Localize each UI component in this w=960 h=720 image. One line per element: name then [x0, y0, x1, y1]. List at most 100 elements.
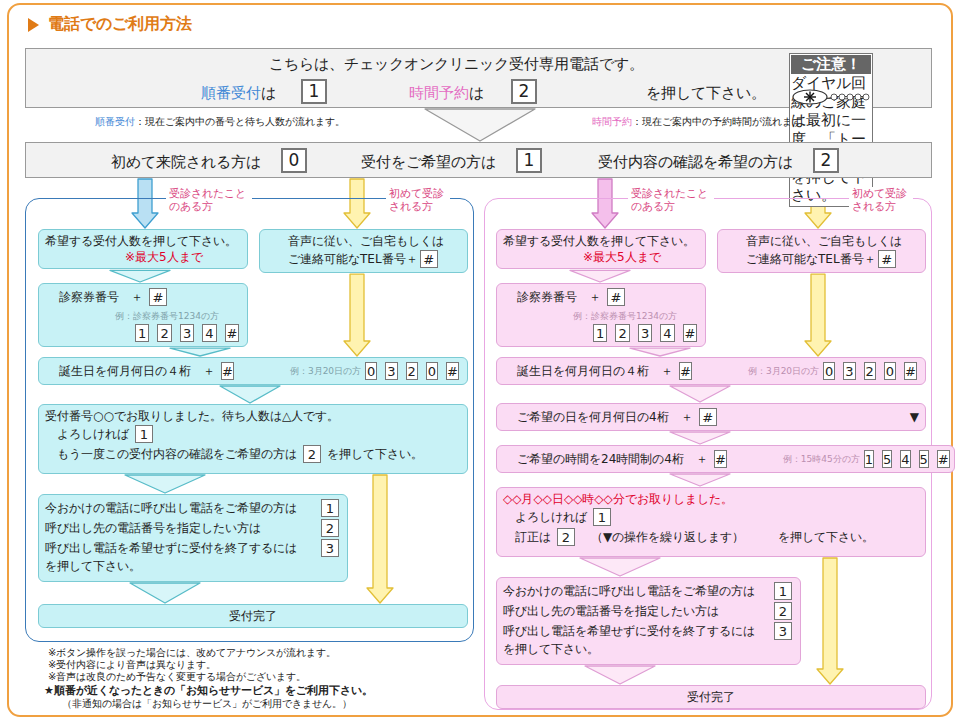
key-button: 5 [919, 450, 929, 468]
note-text: ：現在ご案内中の番号と待ち人数が流れます。 [135, 115, 345, 129]
chevron-arrow [125, 475, 205, 493]
text-row: ※最大5人まで [45, 249, 241, 265]
label-text: 受付完了 [687, 690, 735, 704]
key-button: 5 [882, 450, 892, 468]
text-row: 受付完了 [45, 608, 461, 624]
step-box: 受付番号○○でお取りしました。待ち人数は△人です。よろしければ 1 もう一度この受付… [38, 404, 468, 474]
key-button: # [149, 288, 167, 306]
label-text: よろしければ [57, 426, 129, 442]
chevron-arrow [670, 432, 730, 444]
label-text: 診察券番号 ＋ [517, 289, 601, 305]
block-arrow [132, 179, 158, 228]
key-button: # [714, 450, 727, 468]
title-marker [28, 18, 39, 32]
key-button: # [221, 362, 234, 380]
note-line: ※受付内容により音声は異なります。 [48, 658, 216, 672]
note-line: ※ボタン操作を誤った場合には、改めてアナウンスが流れます。 [48, 646, 336, 660]
text-row: 誕生日を何月何日の４桁 ＋#例：3月20日の方0320# [45, 361, 461, 381]
label-text: ◇◇月◇◇日◇◇時◇◇分でお取りしました。 [503, 492, 733, 506]
key-button: 3 [385, 362, 397, 380]
note-line: 時間予約：現在ご案内中の予約時間が流れます。 [592, 115, 812, 129]
label-text: 受付内容の確認を希望の方は [598, 152, 793, 172]
note-text: 順番受付 [95, 115, 135, 129]
key-button: 4 [202, 324, 216, 342]
text-row: 誕生日を何月何日の４桁 ＋#例：3月20日の方0320# [503, 361, 919, 381]
note-text: ※受付内容により音声は異なります。 [48, 658, 216, 672]
page-title: 電話でのご利用方法 [48, 14, 192, 35]
key-button: 3 [774, 622, 792, 640]
label-text: 初めて受診される方 [849, 187, 913, 213]
chevron-arrow [425, 109, 535, 141]
label-text: は [261, 83, 276, 103]
label-text: ご希望の日を何月何日の4桁 ＋ [517, 409, 693, 425]
key-button: 1 [593, 324, 607, 342]
text-row: 今おかけの電話に呼び出し電話をご希望の方は1 [45, 498, 341, 518]
chevron-arrow [630, 348, 690, 356]
label-text: 例：3月20日の方 [290, 365, 361, 377]
text-row: 希望する受付人数を押して下さい。 [503, 233, 699, 249]
text-row: ご希望の日を何月何日の4桁 ＋#▼ [503, 407, 919, 427]
label-text: 例：診察券番号1234の方 [573, 311, 677, 321]
key-button: # [607, 288, 625, 306]
key-button: 2 [813, 148, 839, 173]
menu-band: 初めて来院される方は0受付をご希望の方は1受付内容の確認を希望の方は2 [25, 142, 932, 178]
key-button: 1 [593, 508, 611, 526]
text-row: 受付番号○○でお取りしました。待ち人数は△人です。 [45, 408, 461, 424]
label-text: 呼び出し電話を希望せずに受付を終了するには [45, 540, 297, 556]
chevron-arrow [580, 558, 660, 576]
label-text: （▼の操作を繰り返します） [591, 529, 744, 545]
key-button: 1 [516, 148, 542, 173]
label-text: 呼び出し電話を希望せずに受付を終了するには [503, 623, 755, 639]
key-button: 1 [135, 425, 153, 443]
key-button: 3 [180, 324, 194, 342]
step-box: 希望する受付人数を押して下さい。※最大5人まで [496, 229, 706, 269]
note-line: （非通知の場合は「お知らせサービス」がご利用できません。） [62, 697, 352, 711]
text-row: ◇◇月◇◇日◇◇時◇◇分でお取りしました。 [503, 491, 919, 507]
label-text: 呼び出し先の電話番号を指定したい方は [503, 603, 719, 619]
step-box: 音声に従い、ご自宅もしくはご連絡可能なTEL番号＋# [259, 229, 468, 273]
text-row: 診察券番号 ＋ # [503, 287, 699, 307]
outer-frame [8, 4, 952, 716]
note-text: 時間予約 [592, 115, 632, 129]
key-button: # [679, 362, 692, 380]
text-row: 受付完了 [503, 689, 919, 705]
label-text: 受付をご希望の方は [361, 152, 496, 172]
text-row: 呼び出し電話を希望せずに受付を終了するには 3 [503, 621, 794, 641]
label-text: 例：診察券番号1234の方 [115, 311, 219, 321]
label-text: を押して下さい。 [45, 559, 141, 573]
text-row: を押して下さい。 [503, 641, 794, 657]
label-text: を押して下さい。 [327, 446, 423, 462]
text-row: よろしければ1 [503, 507, 919, 527]
key-button: 2 [615, 324, 629, 342]
label-text: 初めて来院される方は [111, 152, 261, 172]
label-text: 誕生日を何月何日の４桁 ＋ [517, 363, 673, 379]
key-button: # [683, 324, 697, 342]
step-box: ◇◇月◇◇日◇◇時◇◇分でお取りしました。よろしければ1訂正は2（▼の操作を繰り… [496, 487, 926, 557]
key-button: 2 [774, 602, 792, 620]
label-text: 呼び出し先の電話番号を指定したい方は [45, 520, 261, 536]
text-row: ご注意！ [791, 55, 871, 74]
step-box: 今おかけの電話に呼び出し電話をご希望の方は1呼び出し先の電話番号を指定したい方は… [496, 577, 801, 665]
label-text: 受診されたことのある方 [166, 187, 252, 213]
key-button: # [225, 324, 239, 342]
key-button: 4 [660, 324, 674, 342]
label-text: ※最大5人まで [583, 250, 661, 264]
key-button: 2 [864, 362, 876, 380]
key-button: 4 [900, 450, 910, 468]
chevron-arrow [670, 474, 730, 486]
label-text: もう一度この受付内容の確認をご希望の方は [57, 446, 297, 462]
text-row: 音声に従い、ご自宅もしくはご連絡可能なTEL番号＋# [724, 233, 906, 269]
text-row: 例：診察券番号1234の方 [503, 307, 699, 323]
key-button: 1 [321, 499, 339, 517]
block-arrow [344, 179, 370, 228]
label-text: 受付完了 [229, 609, 277, 623]
text-row: ご希望の時間を24時間制の4桁 ＋#例：15時45分の方1545# [503, 449, 948, 469]
text-row: 1234# [503, 323, 699, 343]
key-button: 2 [157, 324, 171, 342]
key-button: 3 [321, 539, 339, 557]
note-text: ★順番が近くなったときの「お知らせサービス」をご利用下さい。 [44, 683, 373, 698]
step-box: 診察券番号 ＋#例：診察券番号1234の方1234# [496, 283, 706, 347]
block-arrow [592, 179, 618, 228]
key-button: 0 [823, 362, 835, 380]
label-text: 誕生日を何月何日の４桁 ＋ [59, 363, 215, 379]
